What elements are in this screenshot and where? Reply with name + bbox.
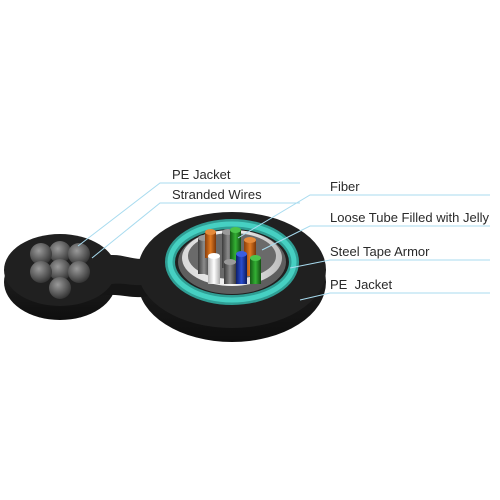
label-fiber: Fiber: [330, 179, 360, 194]
leader-line-fiber: [237, 194, 490, 239]
fiber-white: [208, 256, 220, 284]
label-stranded-wires: Stranded Wires: [172, 187, 262, 202]
label-loose-tube: Loose Tube Filled with Jelly: [330, 210, 489, 225]
wire: [49, 241, 71, 263]
leader-line-stranded-wires: [91, 202, 300, 259]
label-pe-jacket-left: PE Jacket: [172, 167, 231, 182]
fibers: [198, 227, 261, 284]
leader-line-pe-jacket-right: [299, 292, 490, 301]
wire: [30, 243, 52, 265]
label-pe-jacket-right: PE Jacket: [330, 277, 393, 292]
wire: [68, 243, 90, 265]
fiber-green: [230, 230, 241, 264]
wire: [49, 277, 71, 299]
leader-lines: [77, 182, 490, 301]
fiber-grey: [224, 262, 236, 284]
leader-line-pe-jacket-left: [77, 182, 300, 247]
wire: [68, 261, 90, 283]
wire: [49, 259, 71, 281]
fiber-orange: [205, 232, 216, 258]
leader-line-steel-tape: [289, 259, 490, 269]
label-steel-tape-armor: Steel Tape Armor: [330, 244, 430, 259]
wire: [30, 261, 52, 283]
leader-line-loose-tube: [261, 225, 490, 251]
stranded-wires: [30, 241, 90, 299]
fiber-green: [250, 258, 261, 284]
fiber-blue: [236, 254, 247, 284]
